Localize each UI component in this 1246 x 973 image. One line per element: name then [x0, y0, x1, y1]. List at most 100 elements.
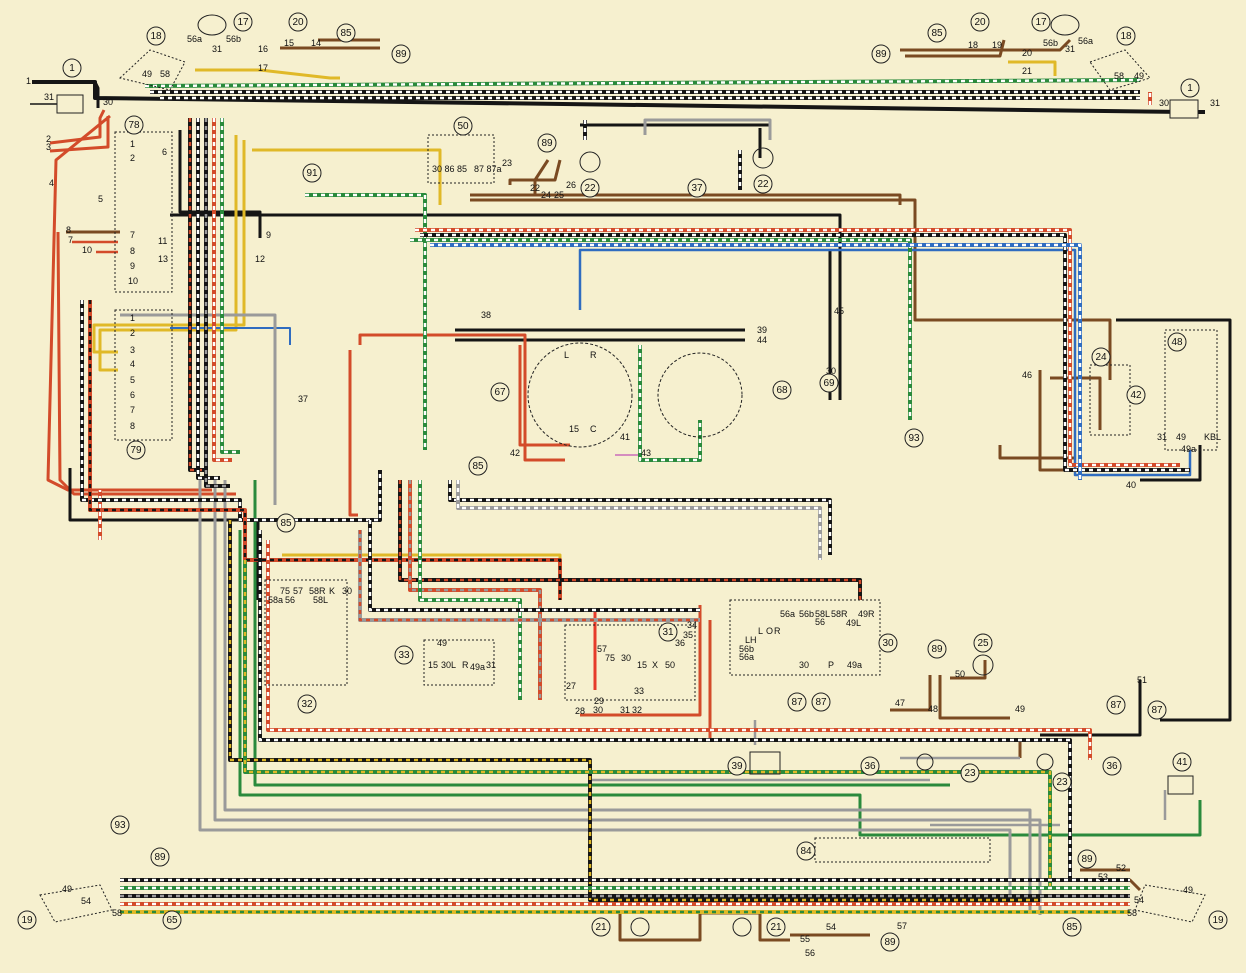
terminal-label: 75	[280, 586, 290, 596]
terminal-label: L	[564, 350, 569, 360]
terminal-label: 49	[142, 69, 152, 79]
component-callout-87: 87	[787, 692, 807, 712]
terminal-label: 31	[1210, 98, 1220, 108]
switch-33	[423, 639, 495, 686]
terminal-label: 33	[634, 686, 644, 696]
lamp-23-right	[1036, 753, 1054, 771]
callout-circle	[537, 133, 557, 153]
callout-number: 36	[864, 761, 876, 772]
striped-wire-tracer	[88, 300, 562, 600]
terminal-label: 75	[605, 653, 615, 663]
component-callout-1: 1	[62, 58, 82, 78]
wire	[93, 81, 100, 108]
terminal-label: 42	[510, 448, 520, 458]
callout-number: 36	[1106, 761, 1118, 772]
gauge-67	[527, 342, 633, 448]
callout-number: 91	[306, 168, 318, 179]
terminal-label: 53	[1098, 872, 1108, 882]
component-callout-33: 33	[394, 645, 414, 665]
terminal-label: 39	[757, 325, 767, 335]
terminal-label: 58	[160, 69, 170, 79]
striped-wire-tracer	[410, 238, 912, 420]
callout-number: 21	[770, 922, 782, 933]
terminal-label: 31	[1065, 44, 1075, 54]
terminal-label: 31	[44, 92, 54, 102]
callout-circle	[927, 639, 947, 659]
wire	[905, 39, 1006, 58]
callout-number: 19	[1212, 915, 1224, 926]
device-outlines	[39, 14, 1218, 937]
callout-circle	[17, 910, 37, 930]
striped-wire-tracer	[638, 345, 702, 462]
callout-circle	[1062, 917, 1082, 937]
lamp-21-right	[732, 917, 752, 937]
callout-number: 17	[237, 17, 249, 28]
callout-number: 1	[69, 63, 75, 74]
callout-number: 89	[884, 937, 896, 948]
callout-number: 17	[1035, 17, 1047, 28]
callout-number: 1	[1187, 83, 1193, 94]
terminal-label: 13	[158, 254, 168, 264]
component-callout-32: 32	[297, 694, 317, 714]
terminal-label: 27	[566, 681, 576, 691]
callout-number: 50	[457, 121, 469, 132]
component-callout-19: 19	[17, 910, 37, 930]
callout-circle	[276, 513, 296, 533]
callout-circle	[1126, 385, 1146, 405]
terminal-label: 58L	[313, 595, 328, 605]
terminal-label: 56b	[1043, 38, 1058, 48]
wire	[198, 480, 1012, 905]
terminal-label: 48	[928, 704, 938, 714]
callout-circle	[453, 116, 473, 136]
terminal-label: 21	[1022, 66, 1032, 76]
terminal-label: 3	[46, 142, 51, 152]
callout-circle	[62, 58, 82, 78]
terminal-label: 10	[128, 276, 138, 286]
fuse-box-79	[114, 309, 173, 441]
callout-number: 85	[280, 518, 292, 529]
terminal-label: 7	[130, 405, 135, 415]
callout-circle	[1106, 695, 1126, 715]
terminal-label: 58	[112, 908, 122, 918]
terminal-label: 43	[641, 448, 651, 458]
wire	[580, 605, 702, 717]
component-callout-85: 85	[927, 23, 947, 43]
terminal-label: 30	[826, 366, 836, 376]
striped-wire-tracer	[258, 530, 1072, 880]
component-callout-23: 23	[960, 763, 980, 783]
terminal-label: 15	[569, 424, 579, 434]
wire	[252, 148, 442, 205]
callout-number: 87	[1110, 700, 1122, 711]
callout-number: 89	[1081, 854, 1093, 865]
callout-number: 65	[166, 915, 178, 926]
terminal-label: 31	[486, 660, 496, 670]
wire	[470, 198, 1112, 380]
combination-switch-30	[729, 599, 881, 676]
terminal-label: 41	[620, 432, 630, 442]
component-callout-48: 48	[1167, 332, 1187, 352]
terminal-label: R	[590, 350, 597, 360]
wire	[643, 118, 772, 140]
callout-circle	[146, 26, 166, 46]
terminal-label: 50	[665, 660, 675, 670]
component-callout-93: 93	[904, 428, 924, 448]
wire	[1140, 445, 1202, 482]
terminal-label: 28	[575, 706, 585, 716]
terminal-label: 58	[1127, 908, 1137, 918]
terminal-label: P	[828, 660, 834, 670]
component-callout-85: 85	[468, 456, 488, 476]
terminal-label: 56a	[1078, 36, 1093, 46]
terminal-label: 49a	[470, 662, 485, 672]
wire	[950, 660, 987, 680]
switch-41	[1167, 775, 1194, 795]
callout-number: 93	[114, 820, 126, 831]
tail-light-19-left	[39, 884, 113, 923]
wire	[1116, 318, 1232, 722]
wire	[1008, 60, 1057, 76]
terminal-label: 56a	[780, 609, 795, 619]
callout-circle	[766, 917, 786, 937]
component-callout-50: 50	[453, 116, 473, 136]
component-callout-22: 22	[753, 174, 773, 194]
callout-circle	[1147, 700, 1167, 720]
terminal-label: 4	[130, 359, 135, 369]
